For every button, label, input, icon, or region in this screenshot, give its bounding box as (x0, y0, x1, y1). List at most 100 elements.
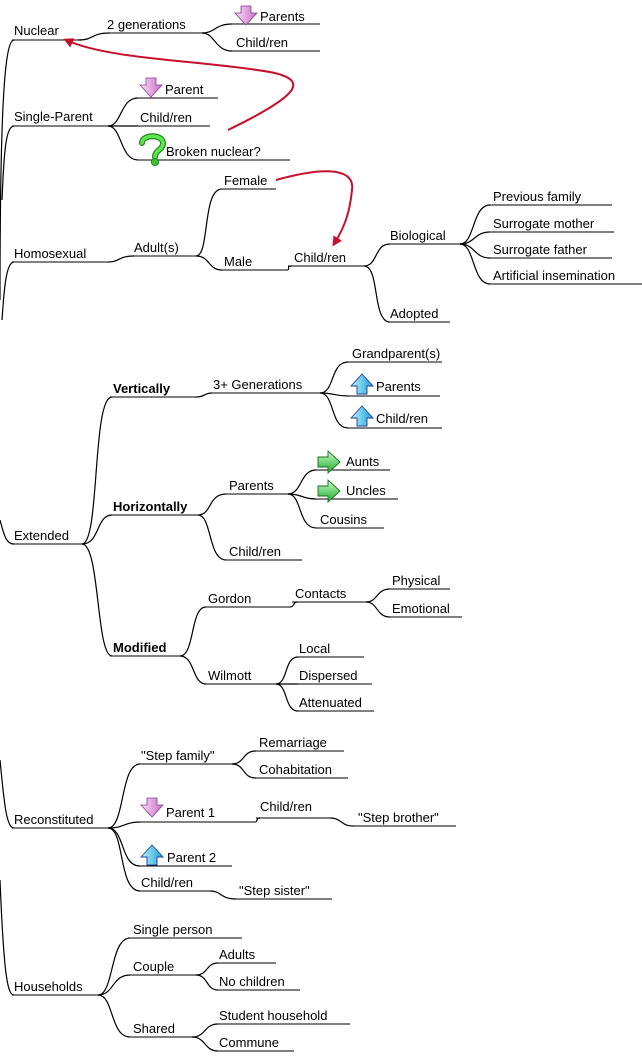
households-edge-single-person (97, 937, 131, 996)
relationship-arrow-female-to-children (275, 170, 354, 247)
extended-edge-modified (81, 543, 113, 657)
two-generations-edge-parents (201, 23, 233, 34)
biological-label: Biological (390, 228, 446, 243)
emotional-label: Emotional (392, 601, 450, 616)
shared-label: Shared (133, 1021, 175, 1036)
nuclear-children-label: Child/ren (236, 35, 288, 50)
two-generations-edge-children (201, 32, 233, 52)
contacts-label: Contacts (295, 586, 347, 601)
couple-edge-adults (195, 962, 219, 976)
vert-parents-label: Parents (376, 379, 421, 394)
question-mark-icon (139, 133, 167, 167)
nuclear-parents-label: Parents (260, 9, 305, 24)
biological-edge-artificial (459, 243, 491, 285)
shared-edge-student (191, 1023, 219, 1038)
trunk-to-extended (0, 519, 15, 545)
male-edge-children (287, 265, 293, 271)
reconstituted-edge-parent2 (107, 827, 141, 867)
modified-edge-wilmott (179, 655, 207, 685)
homosexual-label: Homosexual (14, 246, 86, 261)
trunk-to-single-parent (1, 125, 15, 201)
down-arrow-icon (139, 77, 163, 98)
local-label: Local (299, 641, 330, 656)
aunts-label: Aunts (346, 454, 380, 469)
parent2-label: Parent 2 (167, 850, 216, 865)
relationship-arrow-broken-to-nuclear (63, 38, 295, 131)
parent1-label: Parent 1 (166, 805, 215, 820)
biological-edge-previous (459, 204, 491, 245)
recon-children-label: Child/ren (141, 875, 193, 890)
homo-children-edge-adopted (363, 265, 391, 323)
grandparents-label: Grandparent(s) (352, 346, 440, 361)
physical-label: Physical (392, 573, 441, 588)
step-family-edge-remarriage (231, 750, 257, 765)
households-label: Households (14, 979, 83, 994)
horiz-parents-edge-aunts (287, 469, 317, 495)
step-sister-label: "Step sister" (239, 883, 310, 898)
contacts-edge-emotional (365, 601, 391, 618)
couple-adults-label: Adults (219, 947, 256, 962)
reconstituted-label: Reconstituted (14, 812, 94, 827)
horizontally-label: Horizontally (113, 499, 188, 514)
surrogate-mother-label: Surrogate mother (493, 216, 595, 231)
three-generations-label: 3+ Generations (213, 377, 303, 392)
vertically-edge (195, 392, 213, 398)
two-generations-label: 2 generations (107, 17, 186, 32)
cohabitation-label: Cohabitation (259, 762, 332, 777)
gordon-label: Gordon (208, 591, 251, 606)
attenuated-label: Attenuated (299, 695, 362, 710)
horiz-children-label: Child/ren (229, 544, 281, 559)
female-label: Female (224, 173, 267, 188)
remarriage-label: Remarriage (259, 735, 327, 750)
single-person-label: Single person (133, 922, 213, 937)
extended-edge-vertically (81, 396, 113, 545)
single-parent-edge-parent (107, 97, 139, 127)
surrogate-father-label: Surrogate father (493, 242, 588, 257)
wilmott-label: Wilmott (208, 668, 252, 683)
modified-edge-gordon (179, 606, 207, 657)
single-parent-label: Single-Parent (14, 109, 93, 124)
right-arrow-icon (317, 449, 341, 475)
adults-edge-male (195, 255, 223, 271)
trunk-bottom (0, 759, 15, 829)
contacts-edge-physical (365, 588, 391, 603)
three-generations-edge-children (319, 392, 349, 429)
step-family-label: "Step family" (141, 748, 215, 763)
reconstituted-edge-parent1 (107, 821, 141, 829)
up-arrow-icon (349, 373, 375, 395)
trunk-to-homosexual (1, 261, 15, 321)
artificial-insemination-label: Artificial insemination (493, 268, 615, 283)
reconstituted-edge-step-family (107, 763, 141, 829)
households-edge-shared (97, 994, 131, 1038)
extended-edge-horizontally (81, 514, 113, 545)
no-children-label: No children (219, 974, 285, 989)
trunk-to-households (0, 879, 15, 996)
cousins-label: Cousins (320, 512, 367, 527)
wilmott-edge-attenuated (275, 683, 299, 712)
nuclear-edge (77, 32, 111, 41)
single-parent-edge-broken (107, 125, 139, 161)
step-family-edge-cohabitation (231, 763, 257, 779)
p1-children-edge-step-brother (329, 817, 355, 827)
up-arrow-icon (139, 844, 165, 866)
shared-edge-commune (191, 1036, 219, 1052)
couple-label: Couple (133, 959, 174, 974)
sp-parent-label: Parent (165, 82, 204, 97)
modified-label: Modified (113, 640, 166, 655)
horiz-parents-label: Parents (229, 478, 274, 493)
right-arrow-icon (317, 478, 341, 504)
three-generations-edge-grandparents (319, 361, 349, 394)
adopted-label: Adopted (390, 306, 438, 321)
sp-broken-label: Broken nuclear? (166, 144, 261, 159)
wilmott-edge-local (275, 656, 299, 685)
gordon-edge (289, 601, 299, 608)
vert-children-label: Child/ren (376, 411, 428, 426)
homosexual-edge (107, 255, 135, 263)
horizontally-edge-parents (197, 493, 227, 516)
adults-edge-female (195, 188, 223, 257)
extended-label: Extended (14, 528, 69, 543)
p1-children-label: Child/ren (260, 799, 312, 814)
up-arrow-icon (349, 405, 375, 427)
step-brother-label: "Step brother" (358, 810, 439, 825)
